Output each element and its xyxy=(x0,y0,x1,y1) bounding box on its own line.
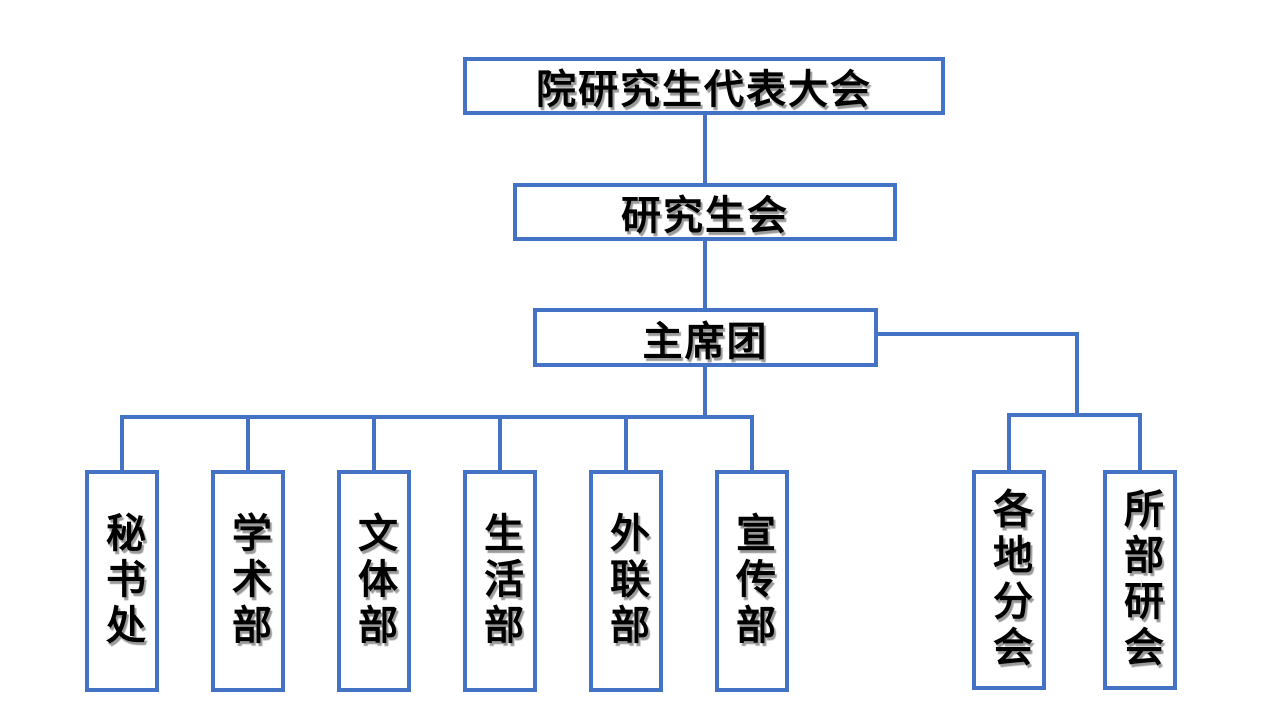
node-branch-regional: 各地分会 xyxy=(972,470,1046,690)
node-dept-external-liaison: 外联部 xyxy=(589,470,663,692)
node-assembly-label: 院研究生代表大会 xyxy=(536,68,872,112)
drop-dept-publicity xyxy=(750,415,754,472)
connector-assembly-union xyxy=(703,112,707,186)
rail-departments xyxy=(120,415,754,419)
node-dept-secretariat-label: 秘书处 xyxy=(100,512,144,650)
drop-branch-institute xyxy=(1138,413,1142,472)
node-assembly: 院研究生代表大会 xyxy=(463,57,945,115)
connector-branches-vertical xyxy=(1075,332,1079,417)
node-presidium-label: 主席团 xyxy=(642,319,769,364)
drop-dept-daily-life xyxy=(498,415,502,472)
rail-branches xyxy=(1007,413,1142,417)
drop-branch-regional xyxy=(1007,413,1011,472)
connector-presidium-branches xyxy=(875,332,1079,336)
node-graduate-union-label: 研究生会 xyxy=(621,194,789,238)
drop-dept-academic xyxy=(246,415,250,472)
node-graduate-union: 研究生会 xyxy=(513,183,897,241)
node-presidium: 主席团 xyxy=(533,308,878,367)
node-dept-academic: 学术部 xyxy=(211,470,285,692)
drop-dept-secretariat xyxy=(120,415,124,472)
node-dept-secretariat: 秘书处 xyxy=(85,470,159,692)
connector-union-presidium xyxy=(703,238,707,311)
node-dept-culture-sports-label: 文体部 xyxy=(352,512,396,650)
node-branch-institute-label: 所部研会 xyxy=(1118,488,1162,672)
node-branch-regional-label: 各地分会 xyxy=(987,488,1031,672)
node-dept-external-liaison-label: 外联部 xyxy=(604,512,648,650)
connector-presidium-rail xyxy=(703,364,707,419)
node-branch-institute: 所部研会 xyxy=(1103,470,1177,690)
node-dept-culture-sports: 文体部 xyxy=(337,470,411,692)
node-dept-academic-label: 学术部 xyxy=(226,512,270,650)
node-dept-daily-life-label: 生活部 xyxy=(478,512,522,650)
node-dept-daily-life: 生活部 xyxy=(463,470,537,692)
node-dept-publicity: 宣传部 xyxy=(715,470,789,692)
node-dept-publicity-label: 宣传部 xyxy=(730,512,774,650)
drop-dept-external-liaison xyxy=(624,415,628,472)
drop-dept-culture-sports xyxy=(372,415,376,472)
